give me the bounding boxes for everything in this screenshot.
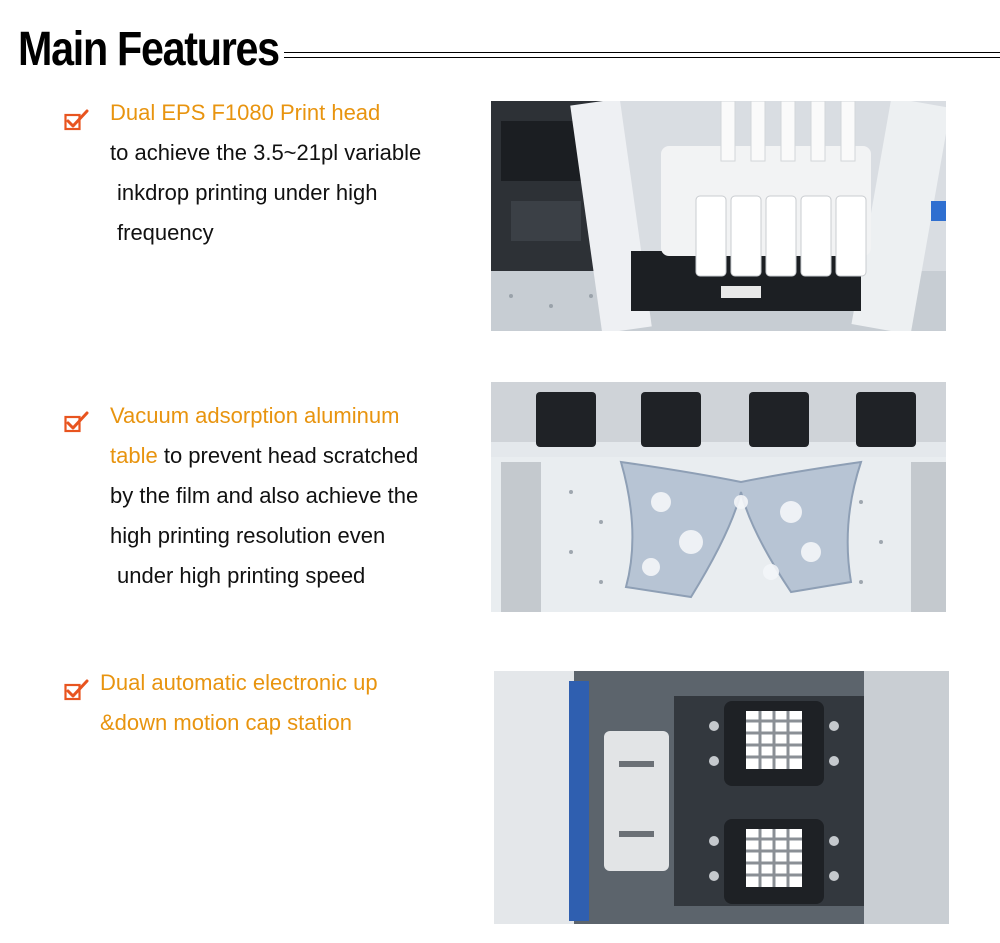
page-title: Main Features [18,23,280,76]
title-rule-bottom [284,57,1000,58]
feature-1-line-3: frequency [117,220,214,245]
feature-2-line-2: by the film and also achieve the [110,483,419,508]
feature-2-line-1-rest: to prevent head scratched [157,443,419,468]
title-rule-top [284,52,1000,53]
feature-2-line-3: high printing resolution even [110,523,386,548]
print-head-photo [491,101,946,331]
feature-1-line-1: to achieve the 3.5~21pl variable [110,140,422,165]
feature-2-heading-cont: table [110,443,158,468]
checkbox-check-icon [64,109,90,131]
checkbox-check-icon [64,411,90,433]
feature-2-line-4: under high printing speed [117,563,366,588]
feature-3-heading-cont: &down motion cap station [100,710,352,735]
checkbox-check-icon [64,679,90,701]
feature-1-heading: Dual EPS F1080 Print head [110,100,381,125]
feature-2-heading: Vacuum adsorption aluminum [110,403,400,428]
feature-2-line-1: table to prevent head scratched [110,436,418,476]
feature-3-heading: Dual automatic electronic up [100,670,378,695]
vacuum-table-photo [491,382,946,612]
feature-1-line-2: inkdrop printing under high [117,180,378,205]
cap-station-photo [494,671,949,924]
